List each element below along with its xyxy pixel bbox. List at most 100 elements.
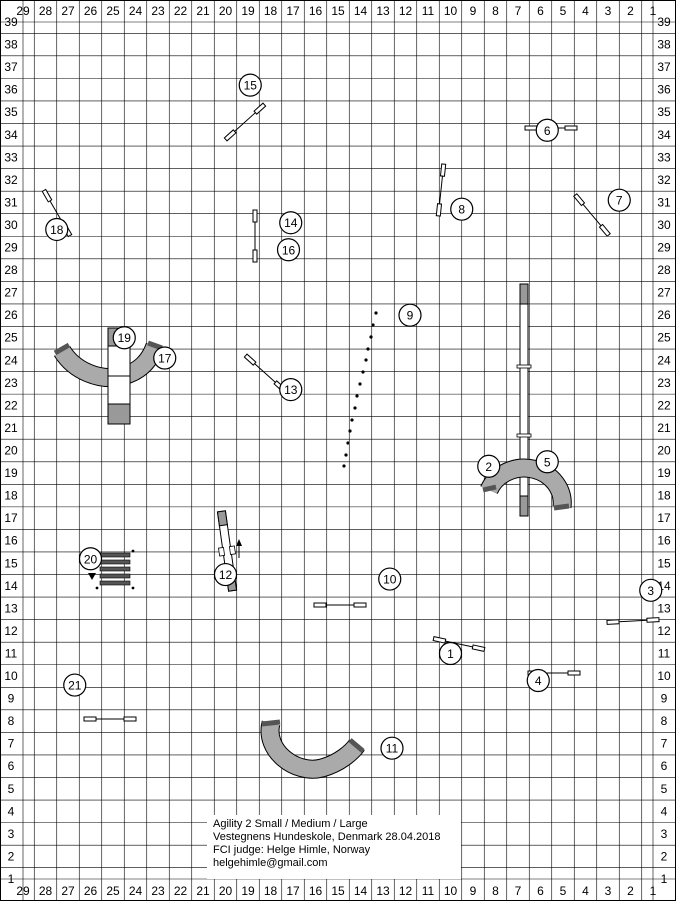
column-label: 18 <box>264 884 278 898</box>
column-label: 19 <box>241 4 255 18</box>
obstacle-number-circle <box>438 641 463 666</box>
row-label: 16 <box>4 534 18 548</box>
row-label: 25 <box>4 331 18 345</box>
column-label: 11 <box>422 4 435 18</box>
row-label: 7 <box>8 737 15 751</box>
column-label: 12 <box>399 4 413 18</box>
column-label: 20 <box>219 4 233 18</box>
jump-10 <box>313 602 367 608</box>
row-label: 26 <box>657 308 671 322</box>
obstacle-number-circle <box>639 578 663 602</box>
obstacle-number-circle <box>45 217 69 242</box>
row-label: 28 <box>4 263 18 277</box>
jump-14-16 <box>252 209 258 263</box>
obstacle-number-circle <box>276 238 301 262</box>
column-label: 22 <box>174 4 188 18</box>
obstacle-number-label: 12 <box>219 568 233 582</box>
obstacle-number-circle <box>535 118 559 142</box>
column-label: 7 <box>515 4 522 18</box>
column-label: 15 <box>331 884 345 898</box>
column-label: 22 <box>174 884 188 898</box>
row-label: 3 <box>8 827 15 841</box>
obstacle-number-label: 18 <box>50 223 64 237</box>
row-label: 15 <box>4 556 18 570</box>
column-label: 6 <box>537 884 544 898</box>
row-label: 31 <box>4 195 18 209</box>
column-label: 28 <box>39 884 53 898</box>
row-label: 35 <box>657 105 671 119</box>
obstacle-number-label: 20 <box>84 552 98 566</box>
row-label: 12 <box>4 624 18 638</box>
column-label: 27 <box>61 884 75 898</box>
row-label: 11 <box>658 646 671 660</box>
row-label: 28 <box>657 263 671 277</box>
row-label: 3 <box>661 827 668 841</box>
obstacle-number-label: 17 <box>158 352 172 366</box>
column-label: 21 <box>196 884 210 898</box>
obstacle-number-circle <box>153 346 177 370</box>
row-label: 34 <box>4 128 18 142</box>
row-label: 36 <box>4 83 18 97</box>
obstacle-number-circle <box>526 668 550 693</box>
row-label: 13 <box>4 601 18 615</box>
obstacle-number-label: 2 <box>485 460 492 474</box>
obstacle-number-label: 6 <box>544 124 551 138</box>
row-label: 16 <box>657 534 671 548</box>
row-label: 10 <box>4 669 18 683</box>
row-label: 21 <box>4 421 18 435</box>
row-label: 33 <box>657 150 671 164</box>
row-label: 37 <box>4 60 18 74</box>
row-label: 18 <box>4 489 18 503</box>
column-label: 16 <box>309 884 323 898</box>
table-20 <box>95 549 135 590</box>
row-label: 4 <box>8 804 15 818</box>
info-line-4: helgehimle@gmail.com <box>213 857 328 869</box>
row-label: 21 <box>657 421 671 435</box>
column-label: 5 <box>560 884 567 898</box>
obstacle-number-circle <box>213 562 238 587</box>
obstacle-number-circle <box>450 197 474 221</box>
row-label: 33 <box>4 150 18 164</box>
dog-walk <box>516 283 532 517</box>
row-label: 8 <box>8 714 15 728</box>
row-label: 5 <box>8 782 15 796</box>
row-label: 17 <box>4 511 18 525</box>
row-label: 39 <box>4 15 18 29</box>
column-label: 20 <box>219 884 233 898</box>
column-label: 14 <box>354 884 368 898</box>
row-labels-left: 3938373635343332313029282726252423222120… <box>4 15 18 886</box>
column-label: 2 <box>627 4 634 18</box>
row-label: 32 <box>4 173 18 187</box>
obstacle-number-label: 9 <box>407 309 414 323</box>
row-label: 9 <box>8 692 15 706</box>
jump-15 <box>223 102 267 142</box>
row-labels-right: 3938373635343332313029282726252423222120… <box>657 15 671 886</box>
row-label: 7 <box>661 737 668 751</box>
row-label: 24 <box>4 353 18 367</box>
column-label: 4 <box>582 884 589 898</box>
column-label: 17 <box>286 4 300 18</box>
row-label: 30 <box>657 218 671 232</box>
column-label: 24 <box>129 884 143 898</box>
tunnel-2-5 <box>480 458 572 511</box>
obstacle-number-label: 13 <box>284 383 298 397</box>
column-label: 14 <box>354 4 368 18</box>
column-label: 25 <box>106 884 120 898</box>
column-label: 29 <box>16 4 30 18</box>
column-label: 12 <box>399 884 413 898</box>
column-label: 6 <box>537 4 544 18</box>
column-label: 9 <box>470 884 477 898</box>
obstacle-number-circle <box>398 303 422 327</box>
obstacle-number-circle <box>238 73 262 97</box>
obstacle-number-label: 7 <box>616 194 623 208</box>
jump-7 <box>573 193 611 237</box>
jump-1 <box>432 636 486 652</box>
row-label: 11 <box>5 646 18 660</box>
row-label: 12 <box>657 624 671 638</box>
row-label: 29 <box>657 241 671 255</box>
column-label: 23 <box>151 4 165 18</box>
row-label: 20 <box>4 444 18 458</box>
